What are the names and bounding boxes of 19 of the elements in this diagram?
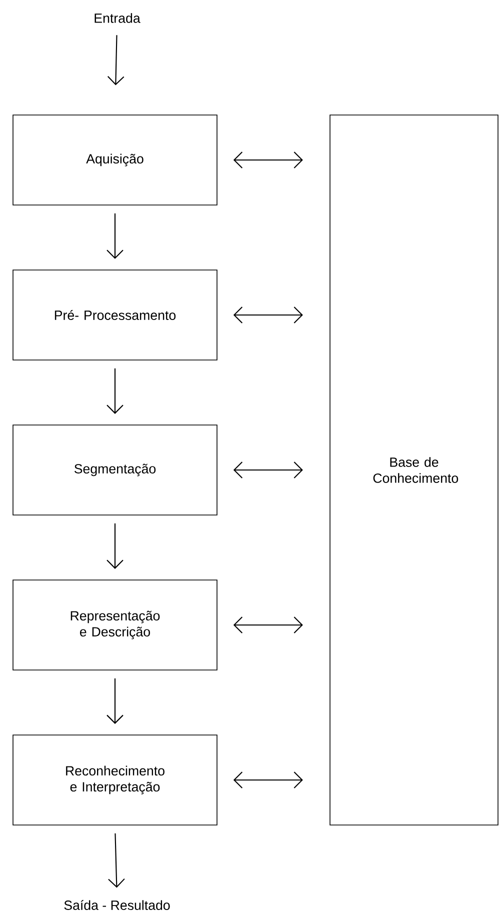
arrow [233, 616, 303, 634]
process-box: Pré- Processamento [12, 270, 218, 360]
arrow [106, 678, 124, 724]
arrow [108, 833, 125, 888]
io-label: Entrada [94, 13, 140, 23]
arrow [106, 368, 124, 414]
arrow [233, 462, 303, 478]
arrow [233, 772, 303, 788]
process-box: Reconhecimento e Interpretação [12, 734, 218, 826]
arrow [233, 152, 303, 168]
knowledge-base-box: Base de Conhecimento [330, 114, 498, 826]
io-label: Saída - Resultado [64, 900, 170, 910]
arrow [233, 306, 303, 324]
process-box: Representação e Descrição [12, 580, 218, 670]
arrow [106, 213, 124, 259]
arrow [106, 523, 124, 569]
process-box: Segmentação [12, 424, 218, 516]
arrow [107, 35, 124, 86]
process-box: Aquisição [12, 114, 218, 206]
